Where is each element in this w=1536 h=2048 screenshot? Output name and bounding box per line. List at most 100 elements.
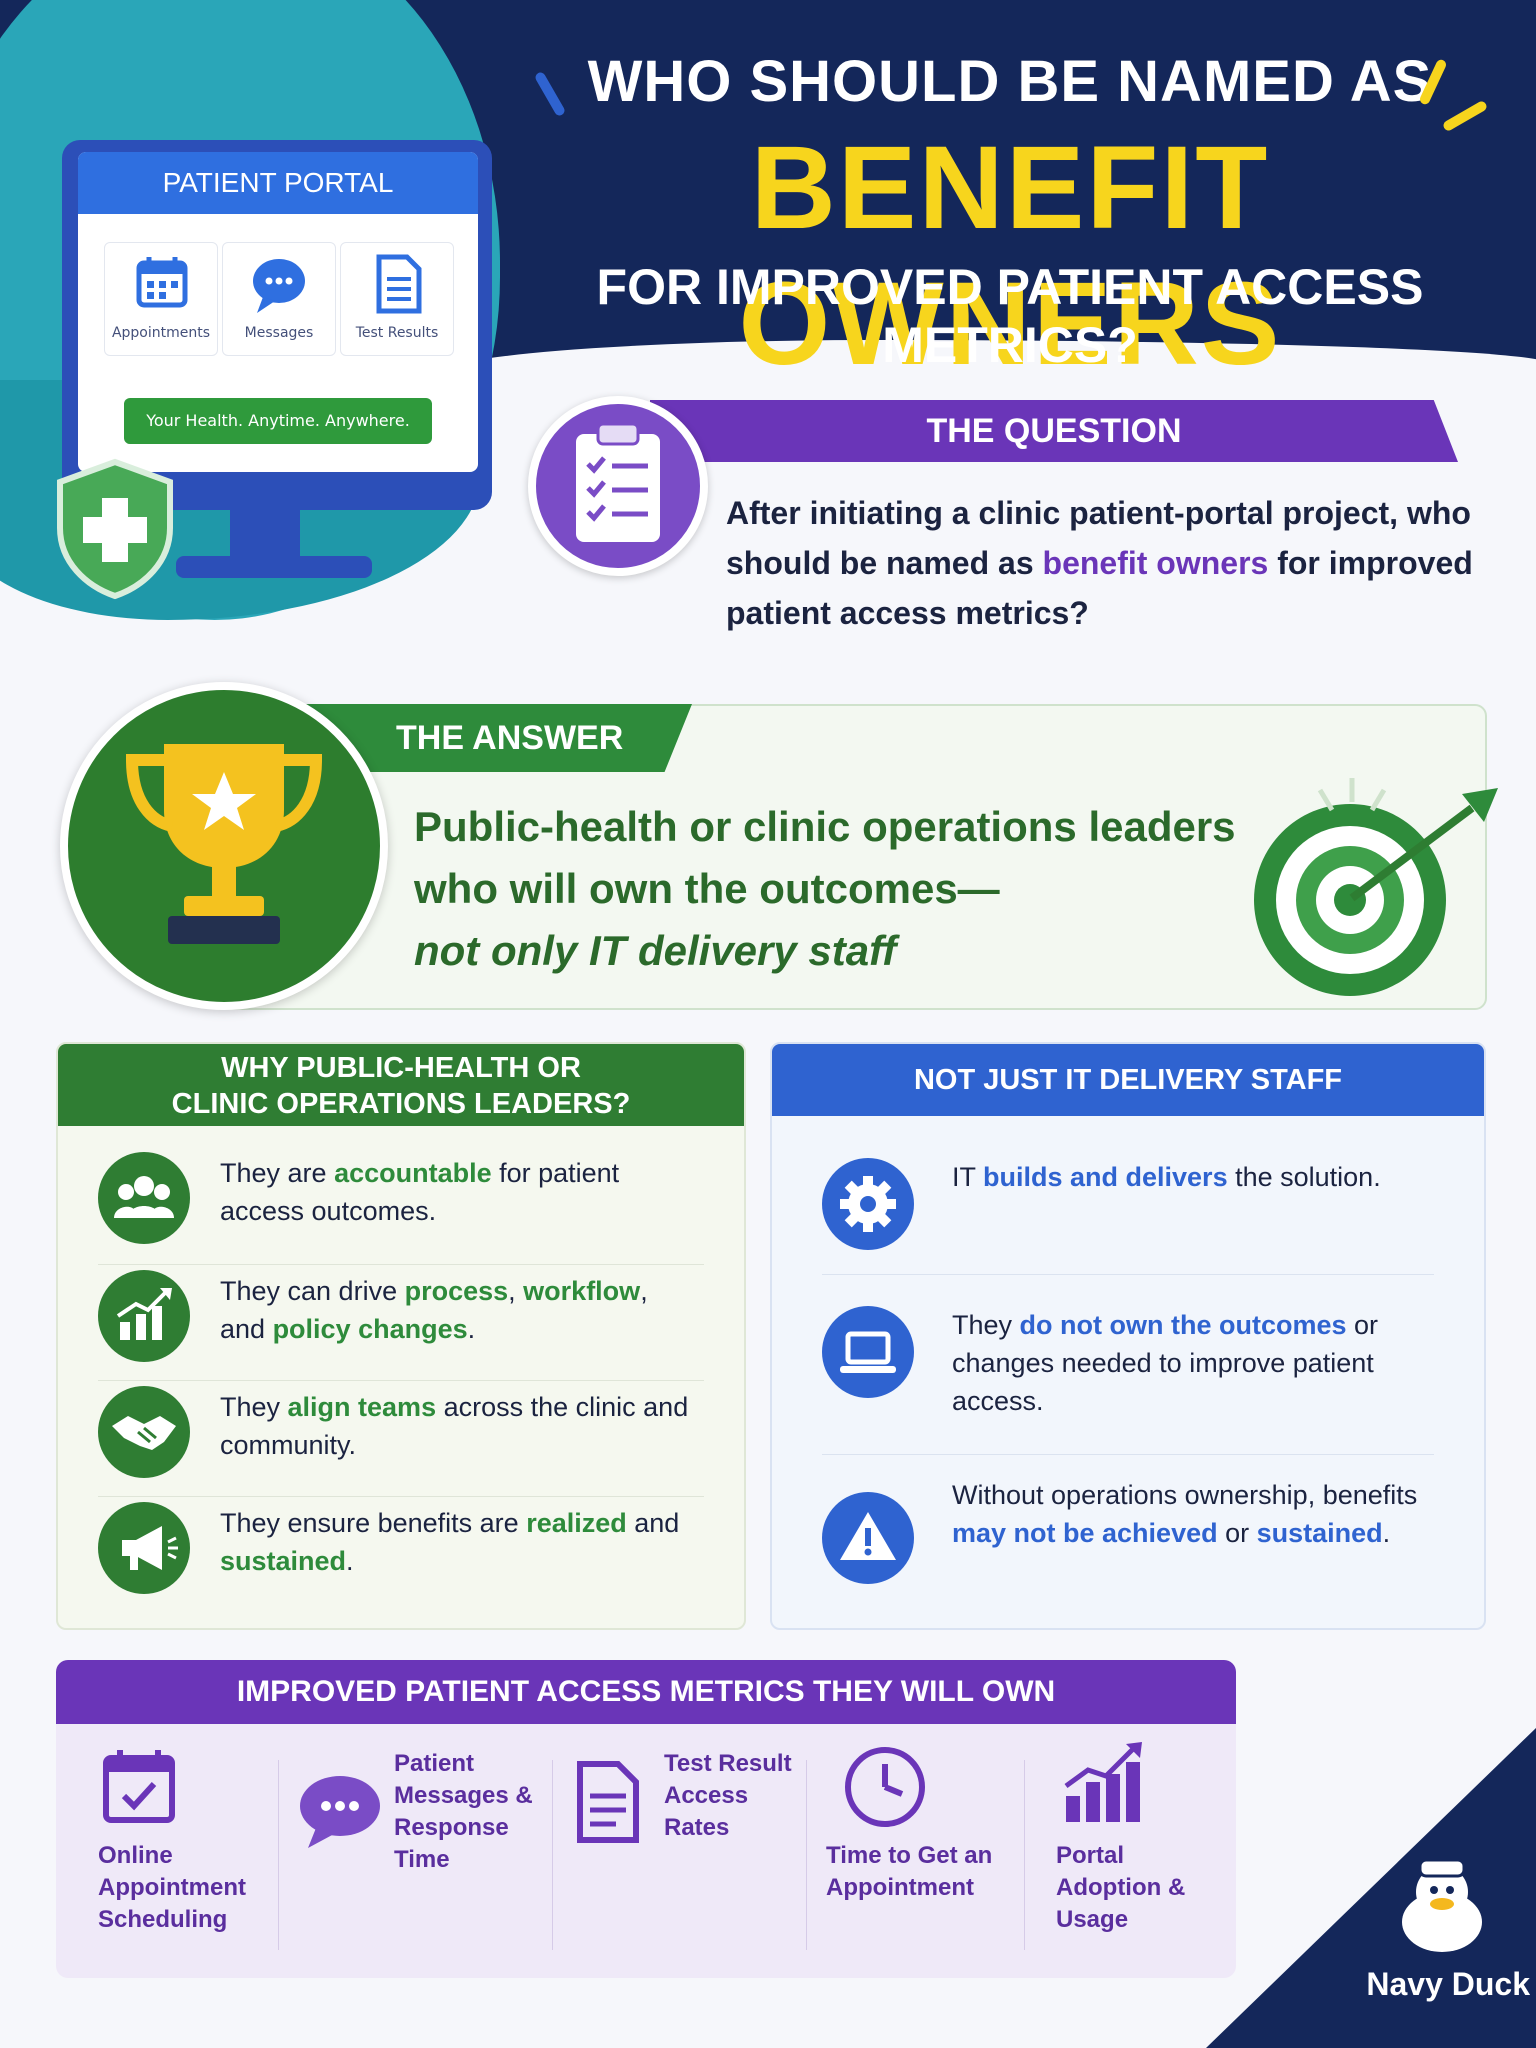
metric-item: Time to Get an Appointment [826,1724,1026,1978]
calendar-icon [136,257,188,308]
patient-portal-screen: PATIENT PORTAL Appointments Messages Tes… [78,152,478,472]
divider [822,1274,1434,1275]
highlighted-text: accountable [334,1158,492,1188]
question-text: After initiating a clinic patient-portal… [726,488,1486,638]
answer-line-3: not only IT delivery staff [414,927,897,974]
text-part: . [1382,1518,1391,1548]
medical-shield-icon [57,458,173,600]
tile-label: Messages [244,325,314,341]
answer-line-2: who will own the outcomes— [414,865,1000,912]
why-text: They ensure benefits are realized and su… [220,1504,700,1580]
why-text: They can drive process, workflow, and po… [220,1272,700,1348]
divider [822,1454,1434,1455]
metric-label: Time to Get an Appointment [826,1842,993,1901]
question-text-part: for improved patient access metrics? [726,545,1473,631]
laptop-icon [822,1306,914,1398]
not-just-it-panel: NOT JUST IT DELIVERY STAFF IT builds and… [770,1042,1486,1630]
metric-item: Patient Messages & Response Time [296,1724,596,1978]
why-heading: WHY PUBLIC-HEALTH OR CLINIC OPERATIONS L… [58,1044,744,1126]
why-text: They align teams across the clinic and c… [220,1388,700,1464]
highlighted-text: workflow [523,1276,641,1306]
divider [1024,1760,1025,1950]
highlighted-text: sustained [220,1546,347,1576]
tile-label: Test Results [355,325,439,341]
why-text: They are accountable for patient access … [220,1154,700,1230]
why-leaders-panel: WHY PUBLIC-HEALTH OR CLINIC OPERATIONS L… [56,1042,746,1630]
text-part: IT [952,1162,984,1192]
why-heading-line-1: WHY PUBLIC-HEALTH OR [221,1052,581,1084]
metrics-heading: IMPROVED PATIENT ACCESS METRICS THEY WIL… [56,1660,1236,1724]
why-item: They can drive process, workflow, and po… [98,1270,718,1366]
highlighted-text: process [404,1276,509,1306]
text-part: They [952,1310,1020,1340]
text-part: . [346,1546,354,1576]
people-icon [98,1152,190,1244]
divider [806,1760,807,1950]
metric-label: Portal Adoption & Usage [1056,1842,1186,1933]
answer-heading: THE ANSWER [300,704,692,772]
title-line-3: FOR IMPROVED PATIENT ACCESS METRICS? [596,259,1424,373]
answer-line-1: Public-health or clinic operations leade… [414,803,1236,850]
title-line-2: BENEFIT OWNERS [738,122,1282,390]
divider [98,1380,704,1381]
text-part: , and [220,1276,648,1344]
portal-tile-messages: Messages [222,242,336,356]
answer-text: Public-health or clinic operations leade… [414,796,1254,982]
divider [278,1760,279,1950]
document-icon [577,1761,639,1843]
highlighted-text: realized [526,1508,627,1538]
metric-item: Portal Adoption & Usage [1056,1724,1226,1978]
metric-label: Patient Messages & Response Time [394,1750,533,1873]
highlighted-text: do not own the outcomes [1019,1310,1347,1340]
torn-paper-edge [430,340,1536,400]
text-part: They ensure benefits are [220,1508,527,1538]
why-item: They ensure benefits are realized and su… [98,1502,718,1598]
why-item: They align teams across the clinic and c… [98,1386,718,1482]
text-part: and [626,1508,680,1538]
text-part: Without operations ownership, benefits [952,1480,1418,1510]
highlighted-text: sustained [1256,1518,1383,1548]
clock-icon [845,1747,925,1827]
bar-chart-icon [1064,1742,1142,1822]
brand-name: Navy Duck [1366,1966,1530,2002]
divider [98,1264,704,1265]
highlighted-text: policy changes [272,1314,468,1344]
question-text-part: After initiating a clinic patient-portal… [726,495,1471,581]
portal-tile-test-results: Test Results [340,242,454,356]
text-part: . [467,1314,476,1344]
title-line-1: WHO SHOULD BE NAMED AS [587,49,1433,114]
text-part: or changes needed to improve patient acc… [952,1310,1379,1416]
target-arrow-icon [1254,778,1498,996]
growth-chart-icon [98,1270,190,1362]
trophy-icon [60,682,388,1010]
clipboard-checklist-icon [528,396,708,576]
highlighted-text: align teams [287,1392,437,1422]
metrics-panel: IMPROVED PATIENT ACCESS METRICS THEY WIL… [56,1660,1236,1978]
not-it-text: They do not own the outcomes or changes … [952,1306,1432,1420]
megaphone-icon [98,1502,190,1594]
not-it-text: IT builds and delivers the solution. [952,1158,1432,1196]
highlighted-text: may not be achieved [952,1518,1218,1548]
text-part: , [508,1276,524,1306]
portal-tagline: Your Health. Anytime. Anywhere. [124,398,432,444]
chat-bubble-icon [300,1776,380,1848]
gear-icon [822,1158,914,1250]
text-part: or [1217,1518,1257,1548]
text-part: for patient access outcomes. [220,1158,620,1226]
question-highlight: benefit owners [1042,545,1269,581]
why-item: They are accountable for patient access … [98,1152,718,1248]
handshake-icon [98,1386,190,1478]
why-heading-line-2: CLINIC OPERATIONS LEADERS? [171,1088,631,1120]
question-heading: THE QUESTION [650,400,1458,462]
text-part: the solution. [1227,1162,1381,1192]
portal-tile-appointments: Appointments [104,242,218,356]
metric-item: Online Appointment Scheduling [96,1724,276,1978]
metric-item: Test Result Access Rates [572,1724,832,1978]
warning-icon [822,1492,914,1584]
text-part: They [220,1392,288,1422]
calendar-check-icon [103,1750,175,1823]
portal-title: PATIENT PORTAL [78,152,478,214]
metric-label: Online Appointment Scheduling [98,1842,246,1933]
not-it-text: Without operations ownership, benefits m… [952,1476,1432,1552]
document-icon [376,254,422,314]
